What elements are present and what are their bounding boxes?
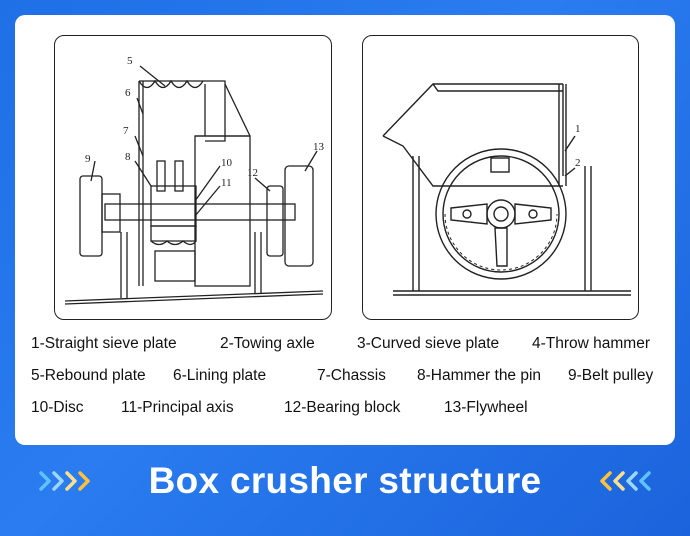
callout-5: 5 xyxy=(127,55,133,67)
legend-item-1: 1-Straight sieve plate xyxy=(31,335,177,352)
callout-2: 2 xyxy=(575,157,581,169)
callout-10: 10 xyxy=(221,157,233,169)
chevrons-right-icon xyxy=(39,471,90,491)
callout-11: 11 xyxy=(221,177,232,189)
callout-13: 13 xyxy=(313,141,325,153)
legend-item-8: 8-Hammer the pin xyxy=(417,367,542,384)
front-view-diagram: 5 6 7 8 9 10 11 12 13 xyxy=(54,35,332,320)
front-view-drawing: 5 6 7 8 9 10 11 12 13 xyxy=(64,55,325,305)
page-title: Box crusher structure xyxy=(148,460,542,501)
legend-item-2: 2-Towing axle xyxy=(220,335,315,352)
callout-6: 6 xyxy=(125,87,131,99)
legend-item-12: 12-Bearing block xyxy=(284,399,401,416)
curved-sieve-ticks xyxy=(444,213,558,271)
legend-item-13: 13-Flywheel xyxy=(444,399,528,416)
legend-row-2: 5-Rebound plate 6-Lining plate 7-Chassis… xyxy=(15,367,675,389)
side-view-drawing: 1 2 xyxy=(382,83,631,296)
legend-row-3: 10-Disc 11-Principal axis 12-Bearing blo… xyxy=(15,399,675,421)
content-card: 5 6 7 8 9 10 11 12 13 xyxy=(15,15,675,445)
legend-item-9: 9-Belt pulley xyxy=(568,367,654,384)
legend-item-4: 4-Throw hammer xyxy=(532,335,650,352)
legend-item-11: 11-Principal axis xyxy=(121,399,234,416)
chevrons-left-icon xyxy=(600,471,651,491)
legend-item-7: 7-Chassis xyxy=(317,367,386,384)
callout-7: 7 xyxy=(123,125,129,137)
callout-12: 12 xyxy=(247,167,258,179)
callout-8: 8 xyxy=(125,151,131,163)
side-view-diagram: 1 2 xyxy=(362,35,639,320)
callout-9: 9 xyxy=(85,153,91,165)
legend-item-5: 5-Rebound plate xyxy=(31,367,146,384)
legend-item-10: 10-Disc xyxy=(31,399,84,416)
legend-row-1: 1-Straight sieve plate 2-Towing axle 3-C… xyxy=(15,335,675,357)
legend-item-3: 3-Curved sieve plate xyxy=(357,335,500,352)
legend-item-6: 6-Lining plate xyxy=(173,367,267,384)
callout-1: 1 xyxy=(575,123,581,135)
